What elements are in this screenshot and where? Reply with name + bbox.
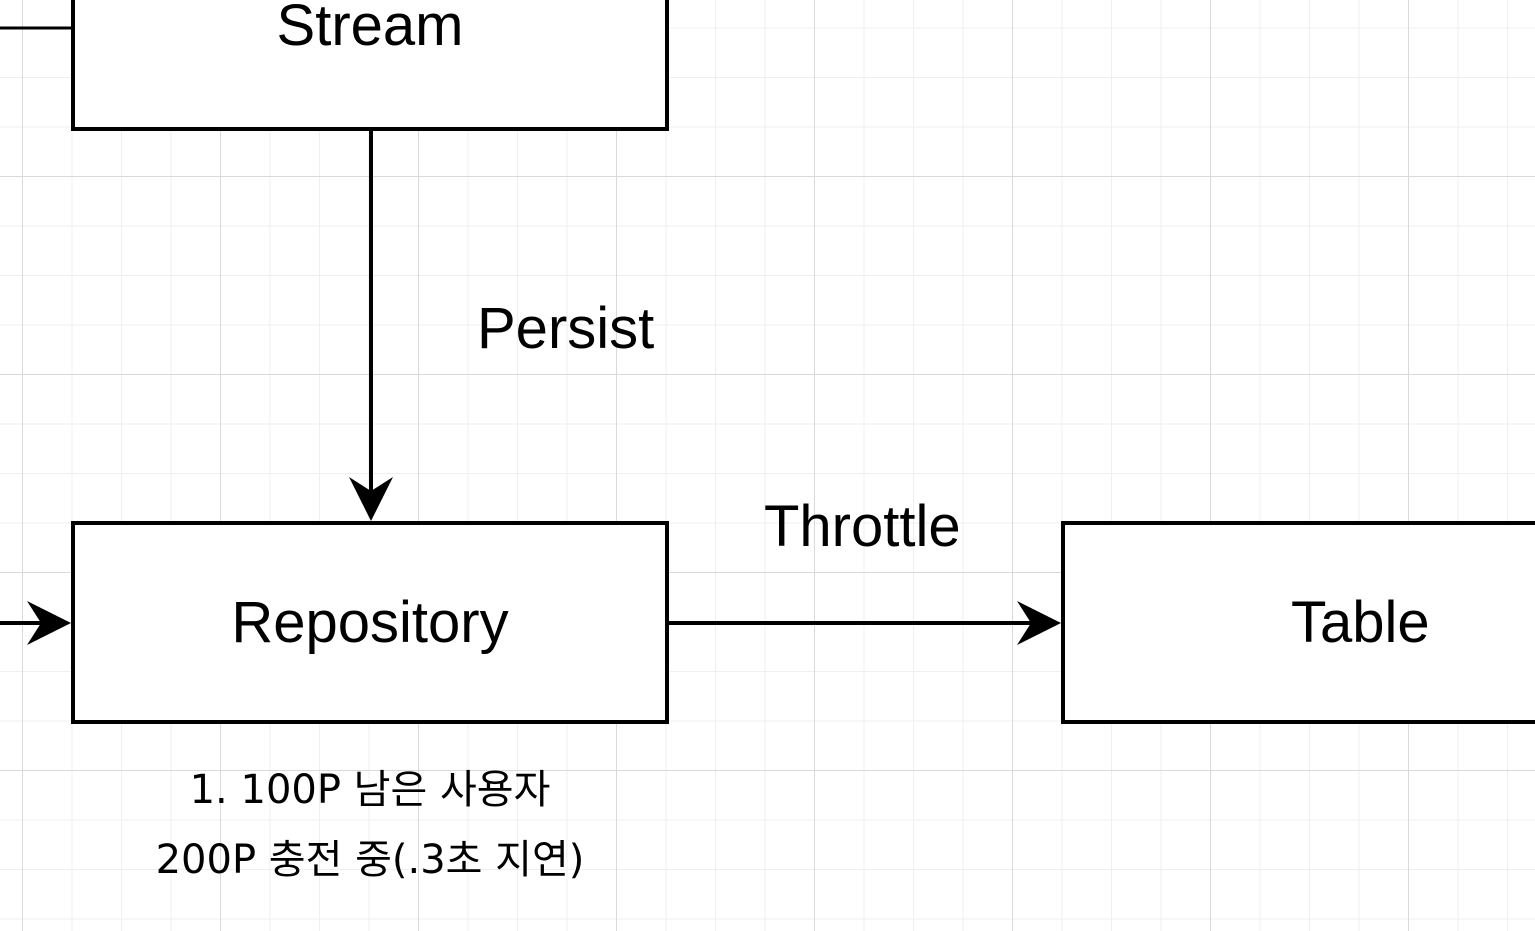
persist-edge-label: Persist (477, 296, 655, 361)
table-node-label: Table (1291, 590, 1430, 655)
note-line-1: 1. 100P 남은 사용자 (189, 767, 551, 813)
throttle-arrowhead (1017, 601, 1061, 645)
repository-node-label: Repository (231, 590, 509, 655)
table-node[interactable]: Table (1061, 521, 1535, 724)
stream-node-label: Stream (276, 0, 464, 58)
persist-arrowhead (349, 477, 393, 521)
stream-node[interactable]: Stream (71, 0, 669, 131)
throttle-edge-label: Throttle (764, 494, 961, 559)
repository-node[interactable]: Repository (71, 521, 669, 724)
incoming-arrowhead (27, 601, 71, 645)
note-line-2: 200P 충전 중(.3초 지연) (155, 837, 585, 883)
